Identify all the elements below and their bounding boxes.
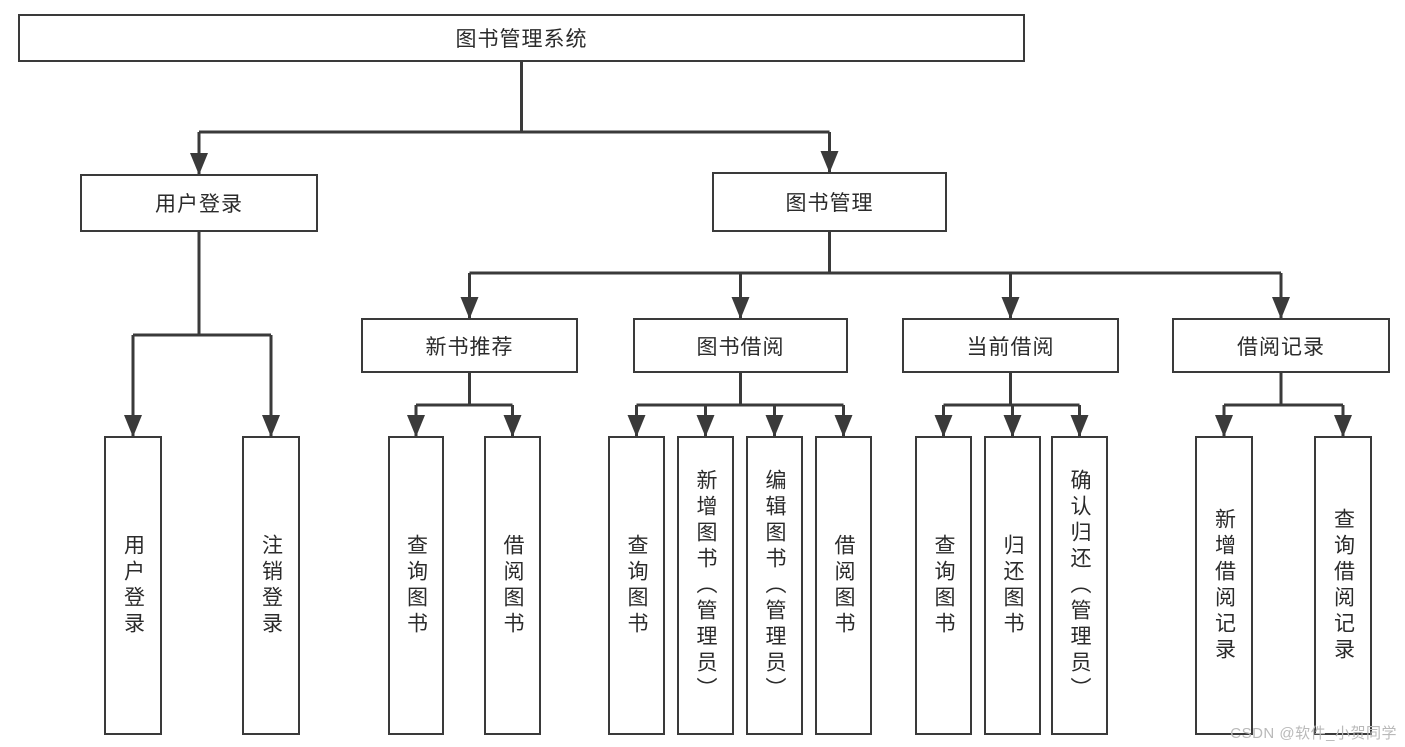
node-label: 查询图书 [404,533,428,638]
node-l-borrow2[interactable]: 借阅图书 [815,436,872,735]
node-label: 当前借阅 [966,335,1055,359]
arrow-head-icon [731,297,750,319]
node-label: 图书借阅 [696,335,785,359]
node-label: 用户登录 [121,533,145,638]
arrow-head-icon [1001,297,1020,319]
arrow-head-icon [696,415,715,437]
node-l-addrec[interactable]: 新增借阅记录 [1195,436,1253,735]
node-label: 确认归还（管理员） [1068,468,1091,703]
arrow-head-icon [503,415,522,437]
arrow-head-icon [820,151,839,173]
arrow-head-icon [627,415,646,437]
node-l-query2[interactable]: 查询图书 [608,436,665,735]
node-login[interactable]: 用户登录 [80,174,318,232]
node-l-confirm[interactable]: 确认归还（管理员） [1051,436,1108,735]
node-records[interactable]: 借阅记录 [1172,318,1390,373]
node-label: 新增图书（管理员） [694,468,717,703]
node-label: 新增借阅记录 [1212,507,1236,664]
arrow-head-icon [765,415,784,437]
node-label: 查询图书 [932,533,955,638]
node-label: 查询图书 [625,533,648,638]
arrow-head-icon [460,297,479,319]
arrow-head-icon [262,415,280,437]
node-l-queryrec[interactable]: 查询借阅记录 [1314,436,1372,735]
arrow-head-icon [934,415,953,437]
arrow-head-icon [834,415,853,437]
arrow-head-icon [1272,297,1290,319]
node-label: 借阅图书 [832,533,855,638]
node-newbook[interactable]: 新书推荐 [361,318,578,373]
arrow-head-icon [1003,415,1022,437]
node-borrow[interactable]: 图书借阅 [633,318,848,373]
arrow-head-icon [407,415,425,437]
node-l-return[interactable]: 归还图书 [984,436,1041,735]
node-l-query3[interactable]: 查询图书 [915,436,972,735]
node-label: 借阅记录 [1237,335,1325,359]
node-label: 编辑图书（管理员） [763,468,786,703]
node-l-login[interactable]: 用户登录 [104,436,162,735]
arrow-head-icon [1334,415,1352,437]
node-label: 用户登录 [155,193,243,216]
node-l-logout[interactable]: 注销登录 [242,436,300,735]
node-label: 图书管理 [785,192,874,215]
arrow-head-icon [1070,415,1089,437]
node-label: 图书管理系统 [455,28,588,51]
node-label: 注销登录 [259,533,283,638]
arrow-head-icon [124,415,142,437]
node-label: 新书推荐 [425,335,514,359]
node-label: 归还图书 [1001,533,1024,638]
node-current[interactable]: 当前借阅 [902,318,1119,373]
node-bookmgmt[interactable]: 图书管理 [712,172,947,232]
node-l-edit[interactable]: 编辑图书（管理员） [746,436,803,735]
node-root[interactable]: 图书管理系统 [18,14,1025,62]
arrow-head-icon [190,153,208,175]
node-l-add[interactable]: 新增图书（管理员） [677,436,734,735]
node-label: 查询借阅记录 [1331,507,1355,664]
node-l-borrow1[interactable]: 借阅图书 [484,436,541,735]
arrow-head-icon [1215,415,1233,437]
node-label: 借阅图书 [501,533,524,638]
node-l-query1[interactable]: 查询图书 [388,436,444,735]
csdn-watermark: CSDN @软件_小贺同学 [1230,725,1397,742]
